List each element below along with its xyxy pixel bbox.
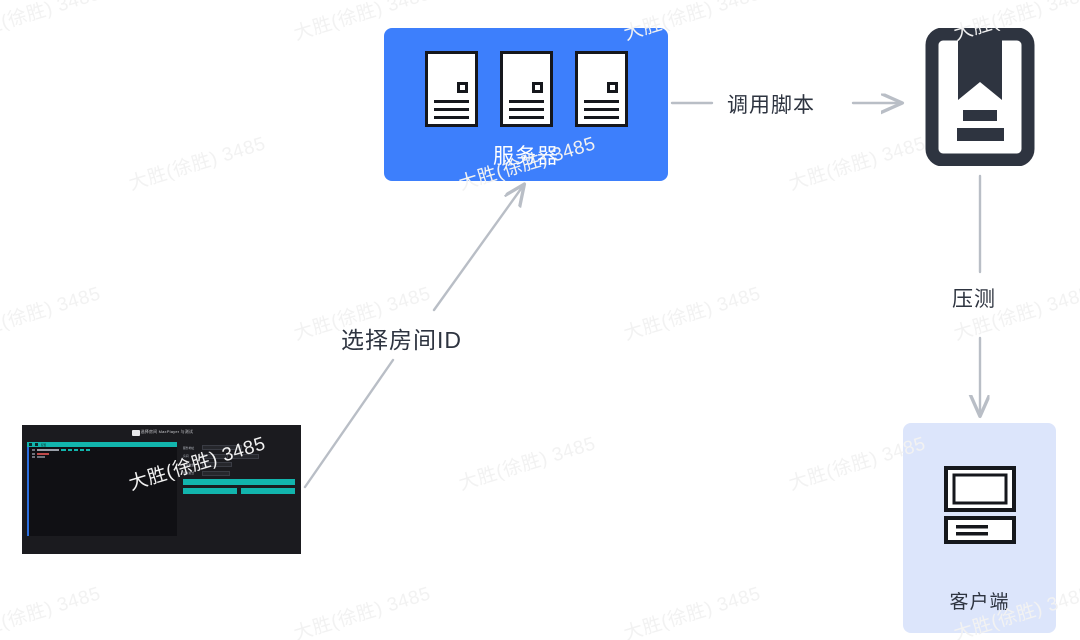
watermark-text: 大胜(徐胜) 3485 <box>621 283 764 345</box>
thumbnail-form-label: 测试模式 <box>183 471 195 475</box>
server-unit <box>574 51 628 127</box>
thumbnail-app-icon <box>132 429 141 436</box>
server-led-icon <box>606 82 618 93</box>
client-node-label: 客户端 <box>949 592 1010 613</box>
server-vent-lines <box>583 100 619 124</box>
thumbnail-form-row: 服务地址 <box>183 445 295 450</box>
watermark-text: 大胜(徐胜) 3485 <box>0 583 104 640</box>
edge-label-stress-test: 压测 <box>952 288 996 311</box>
edge-label-select-room: 选择房间ID <box>341 327 462 353</box>
watermark-text: 大胜(徐胜) 3485 <box>126 133 269 195</box>
thumbnail-form-field[interactable] <box>233 471 247 476</box>
thumbnail-console-panel: 配置 <box>27 442 177 536</box>
watermark-text: 大胜(徐胜) 3485 <box>786 133 929 195</box>
thumbnail-log-row <box>32 456 174 458</box>
thumbnail-form-label: 房间 <box>183 454 189 458</box>
watermark-text: 大胜(徐胜) 3485 <box>456 433 599 495</box>
thumbnail-body: 配置 <box>22 440 301 536</box>
thumbnail-form-panel: 服务地址 房间 玩家数量 测试模式 <box>183 442 295 536</box>
thumbnail-tab-label: 配置 <box>41 443 47 447</box>
thumbnail-form-field[interactable] <box>202 453 228 459</box>
thumbnail-form-field[interactable] <box>231 453 259 459</box>
thumbnail-form-row: 房间 <box>183 453 295 459</box>
watermark-text: 大胜(徐胜) 3485 <box>621 583 764 640</box>
thumbnail-form-field[interactable] <box>262 454 286 459</box>
thumbnail-form-label: 玩家数量 <box>183 462 195 467</box>
server-led-icon <box>456 82 468 93</box>
server-node-label: 服务器 <box>493 145 559 168</box>
thumbnail-form-field[interactable] <box>202 445 242 450</box>
server-unit <box>499 51 553 127</box>
server-vent-lines <box>433 100 469 124</box>
server-node[interactable]: 服务器 <box>384 28 668 181</box>
watermark-text: 大胜(徐胜) 3485 <box>0 0 103 45</box>
thumbnail-tabbar: 配置 <box>27 442 177 447</box>
thumbnail-form-label: 服务地址 <box>183 445 195 450</box>
thumbnail-log-row <box>32 449 174 451</box>
edge-select-room-upper <box>432 186 523 312</box>
thumbnail-log-row <box>32 452 174 455</box>
edge-select-room-lower <box>303 358 395 489</box>
client-node[interactable]: 客户端 <box>903 423 1056 633</box>
thumbnail-title-text: 选择房间 MaxPlayer 与测试 <box>140 429 194 435</box>
thumbnail-secondary-button[interactable] <box>241 488 295 494</box>
server-unit <box>424 51 478 127</box>
thumbnail-titlebar: 选择房间 MaxPlayer 与测试 <box>22 425 301 440</box>
thumbnail-form-row: 玩家数量 <box>183 462 295 467</box>
edge-label-call-script: 调用脚本 <box>727 94 815 117</box>
thumbnail-tab-icon <box>29 443 32 446</box>
thumbnail-primary-button[interactable] <box>183 479 295 485</box>
thumbnail-form-row: 测试模式 <box>183 470 295 476</box>
server-rack-icon <box>424 51 628 127</box>
watermark-text: 大胜(徐胜) 3485 <box>291 583 434 640</box>
watermark-text: 大胜(徐胜) 3485 <box>0 283 104 345</box>
desktop-computer-icon <box>943 466 1016 549</box>
server-led-icon <box>531 82 543 93</box>
thumbnail-form-field[interactable] <box>202 470 230 476</box>
script-node[interactable] <box>925 27 1035 167</box>
app-screenshot-thumbnail[interactable]: 选择房间 MaxPlayer 与测试 配置 <box>22 425 301 554</box>
thumbnail-button-row <box>183 488 295 494</box>
thumbnail-form-field[interactable] <box>202 462 232 467</box>
thumbnail-console-output <box>27 447 177 536</box>
thumbnail-secondary-button[interactable] <box>183 488 237 494</box>
thumbnail-tab-icon <box>35 443 38 446</box>
server-vent-lines <box>508 100 544 124</box>
book-script-icon <box>925 27 1035 167</box>
